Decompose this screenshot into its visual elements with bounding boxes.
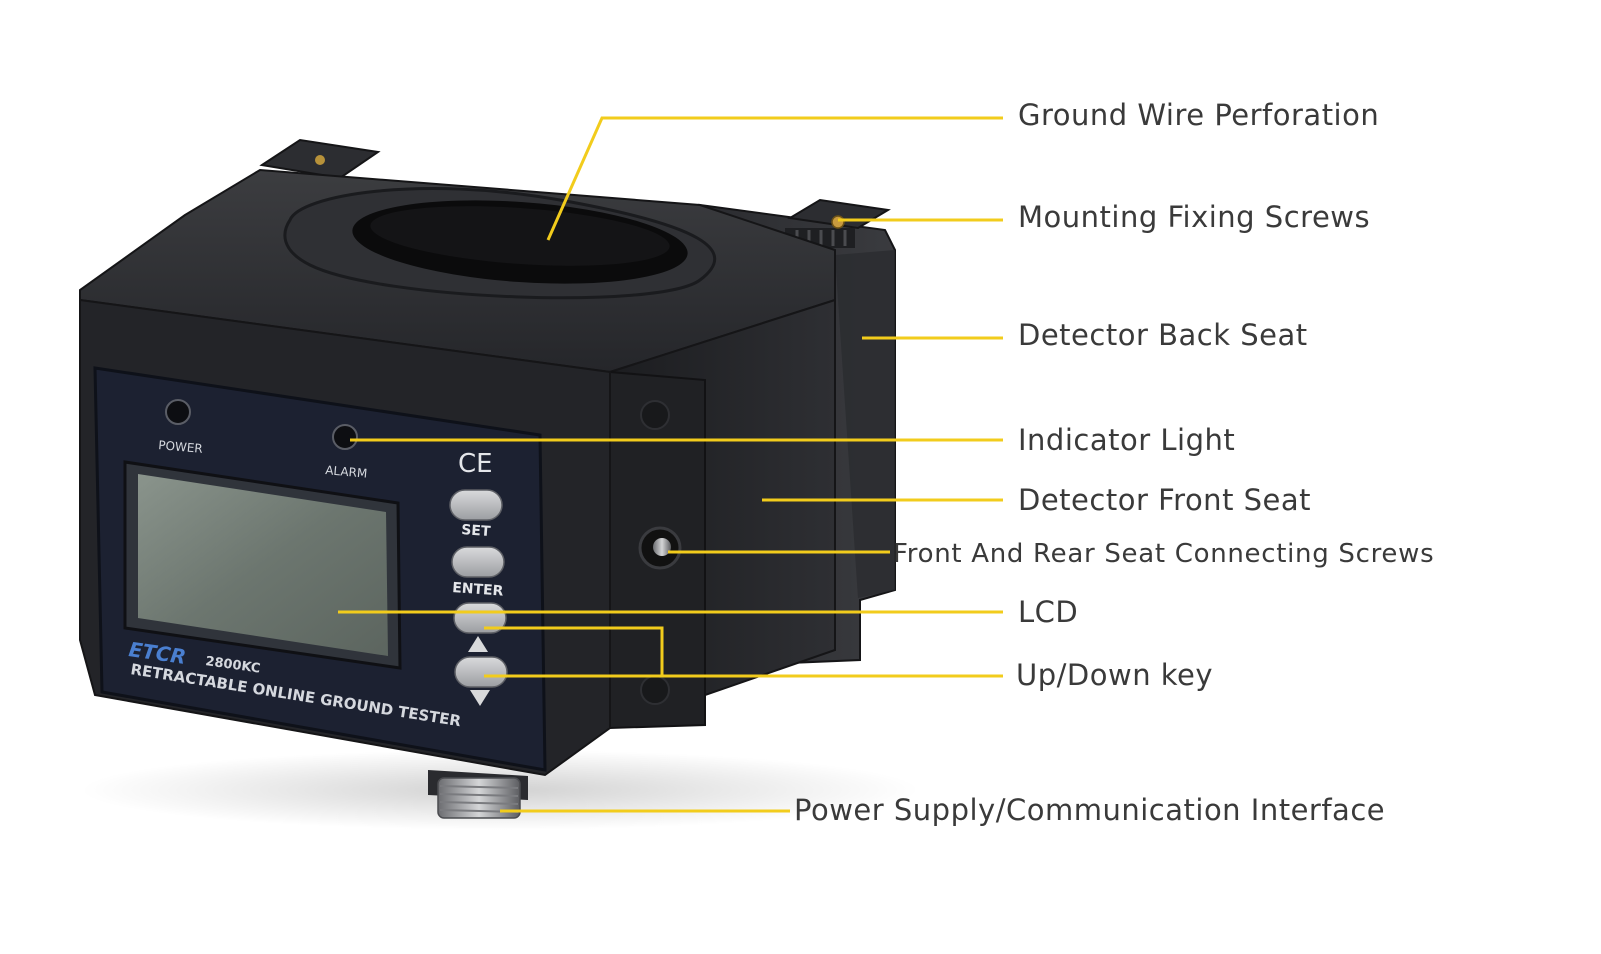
leader-ground-wire <box>546 116 1003 241</box>
button-group <box>449 489 508 706</box>
set-label: SET <box>461 522 492 540</box>
leader-up-key <box>484 626 664 676</box>
mounting-screw <box>831 215 845 229</box>
label-up-down-key: Up/Down key <box>1016 658 1214 692</box>
label-lcd: LCD <box>1018 595 1079 629</box>
label-detector-front-seat: Detector Front Seat <box>1018 483 1312 517</box>
label-detector-back-seat: Detector Back Seat <box>1018 318 1308 352</box>
label-indicator-light: Indicator Light <box>1018 423 1236 457</box>
power-comm-connector <box>428 770 528 819</box>
down-arrow-icon <box>470 690 490 706</box>
power-label: POWER <box>158 438 204 456</box>
enter-button[interactable] <box>451 546 505 578</box>
enter-label: ENTER <box>452 580 504 600</box>
set-button[interactable] <box>449 489 503 521</box>
ce-mark: CE <box>458 449 493 479</box>
label-ground-wire-perforation: Ground Wire Perforation <box>1018 98 1380 132</box>
leader-lines <box>338 116 1003 813</box>
label-power-communication-interface: Power Supply/Communication Interface <box>794 793 1386 827</box>
down-button[interactable] <box>454 656 508 688</box>
label-connecting-screws: Front And Rear Seat Connecting Screws <box>893 539 1435 569</box>
up-arrow-icon <box>468 636 488 652</box>
label-mounting-fixing-screws: Mounting Fixing Screws <box>1018 200 1371 234</box>
alarm-label: ALARM <box>325 463 368 481</box>
power-led <box>165 399 191 425</box>
alarm-led <box>332 424 358 450</box>
